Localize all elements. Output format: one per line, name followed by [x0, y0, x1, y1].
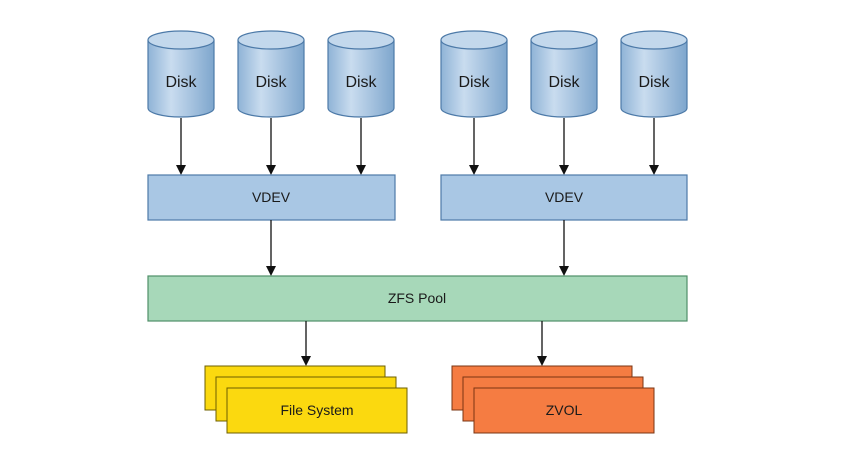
zvol-stack: ZVOL: [451, 365, 655, 434]
disk-1: Disk: [147, 30, 215, 118]
disk-3: Disk: [327, 30, 395, 118]
file-system-stack: File System: [204, 365, 408, 434]
vdev-label: VDEV: [252, 189, 291, 205]
disk-label: Disk: [255, 74, 287, 91]
disk-label: Disk: [345, 74, 377, 91]
zfs-pool: ZFS Pool: [147, 275, 688, 322]
disk-label: Disk: [458, 74, 490, 91]
zvol-label: ZVOL: [546, 402, 583, 418]
disk-label: Disk: [548, 74, 580, 91]
disk-2: Disk: [237, 30, 305, 118]
disk-5: Disk: [530, 30, 598, 118]
disk-4: Disk: [440, 30, 508, 118]
vdev-2: VDEV: [440, 174, 688, 221]
disk-6: Disk: [620, 30, 688, 118]
pool-label: ZFS Pool: [388, 290, 446, 306]
vdev-1: VDEV: [147, 174, 396, 221]
vdev-label: VDEV: [545, 189, 584, 205]
disk-label: Disk: [638, 74, 670, 91]
disk-label: Disk: [165, 74, 197, 91]
file-system-label: File System: [280, 402, 353, 418]
